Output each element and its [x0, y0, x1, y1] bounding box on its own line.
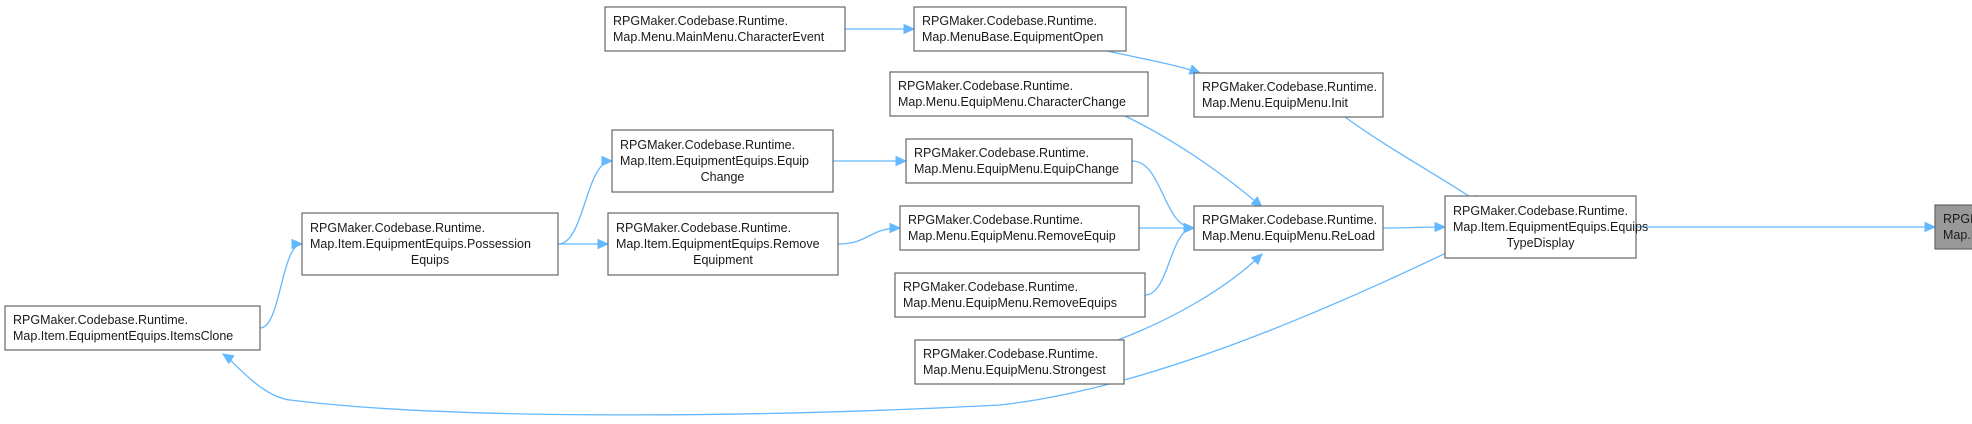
- node-label-line: Map.Item.EquipmentEquips.Remove: [616, 237, 820, 251]
- node-equips-type-display[interactable]: RPGMaker.Codebase.Runtime. Map.Item.Equip…: [1444, 195, 1648, 259]
- node-menu-equip-change[interactable]: RPGMaker.Codebase.Runtime. Map.Menu.Equip…: [905, 138, 1133, 184]
- node-label-line: RPGMaker.Codebase.Runtime.: [914, 146, 1089, 160]
- node-remove-equip[interactable]: RPGMaker.Codebase.Runtime. Map.Menu.Equip…: [899, 205, 1140, 251]
- node-items-clone[interactable]: RPGMaker.Codebase.Runtime. Map.Item.Equip…: [4, 305, 261, 351]
- node-label-line: RPGMaker.Codebase.Runtime.: [898, 79, 1073, 93]
- node-label-line: Map.Item.EquipmentEquips.Equips: [1453, 220, 1648, 234]
- node-label-line: RPGMaker.Codebase.Runtime.: [903, 280, 1078, 294]
- arrowhead-possession_equips-to-item_equip_change: [601, 155, 614, 167]
- node-label-line: RPGMaker.Codebase.Runtime.: [13, 313, 188, 327]
- node-box: [611, 129, 834, 193]
- node-label-line: Map.Menu.EquipMenu.Init: [1202, 96, 1348, 110]
- node-item-equip-change[interactable]: RPGMaker.Codebase.Runtime. Map.Item.Equip…: [611, 129, 834, 193]
- node-strongest[interactable]: RPGMaker.Codebase.Runtime. Map.Menu.Equip…: [914, 339, 1125, 385]
- node-box: [899, 205, 1140, 251]
- node-label-line: Map.Menu.MainMenu.CharacterEvent: [613, 30, 825, 44]
- node-character-event[interactable]: RPGMaker.Codebase.Runtime. Map.Menu.MainM…: [604, 6, 846, 52]
- node-label-line: Map.Menu.EquipMenu.CharacterChange: [898, 95, 1126, 109]
- node-equip-menu-reload[interactable]: RPGMaker.Codebase.Runtime. Map.Menu.Equip…: [1193, 205, 1384, 251]
- node-item-select[interactable]: RPGMaker.Codebase.Runtime. Map.Item.Equip…: [1934, 204, 1972, 250]
- edge-possession_equips-to-item_equip_change: [557, 160, 613, 245]
- node-box: [1193, 72, 1384, 118]
- node-equip-menu-init[interactable]: RPGMaker.Codebase.Runtime. Map.Menu.Equip…: [1193, 72, 1384, 118]
- node-label-line: TypeDisplay: [1506, 236, 1575, 250]
- node-label-line: RPGMaker.Codebase.Runtime.: [923, 347, 1098, 361]
- nodes-layer: RPGMaker.Codebase.Runtime. Map.Item.Equip…: [4, 6, 1972, 385]
- node-remove-equips[interactable]: RPGMaker.Codebase.Runtime. Map.Menu.Equip…: [894, 272, 1146, 318]
- node-label-line: RPGMaker.Codebase.Runtime.: [1453, 204, 1628, 218]
- edge-menu_equip_change-to-equip_menu_reload: [1131, 160, 1195, 229]
- node-equipment-open[interactable]: RPGMaker.Codebase.Runtime. Map.MenuBase.E…: [913, 6, 1127, 52]
- node-label-line: Change: [701, 170, 745, 184]
- node-label-line: RPGMaker.Codebase.Runtime.: [1202, 80, 1377, 94]
- node-box: [1193, 205, 1384, 251]
- node-box: [905, 138, 1133, 184]
- node-possession-equips[interactable]: RPGMaker.Codebase.Runtime. Map.Item.Equip…: [301, 212, 559, 276]
- node-label-line: RPGMaker.Codebase.Runtime.: [1943, 212, 1972, 226]
- node-label-line: Map.Item.EquipmentEquips.Possession: [310, 237, 531, 251]
- node-box: [1444, 195, 1637, 259]
- node-box: [301, 212, 559, 276]
- arrowhead-item_equip_change-to-menu_equip_change: [895, 155, 908, 167]
- edge-character_change-to-equip_menu_reload: [1124, 115, 1263, 208]
- arrowhead-possession_equips-to-remove_equipment: [597, 238, 610, 250]
- node-label-line: RPGMaker.Codebase.Runtime.: [310, 221, 485, 235]
- arrowhead-items_clone-to-possession_equips: [291, 238, 304, 250]
- node-box: [4, 305, 261, 351]
- node-label-line: RPGMaker.Codebase.Runtime.: [908, 213, 1083, 227]
- arrowhead-character_event-to-equipment_open: [903, 23, 916, 35]
- node-label-line: RPGMaker.Codebase.Runtime.: [1202, 213, 1377, 227]
- node-character-change[interactable]: RPGMaker.Codebase.Runtime. Map.Menu.Equip…: [889, 71, 1149, 117]
- node-label-line: Map.Item.EquipmentEquips.Equip: [620, 154, 809, 168]
- node-label-line: Equipment: [693, 253, 753, 267]
- node-label-line: Map.MenuBase.EquipmentOpen: [922, 30, 1103, 44]
- edge-items_clone-to-possession_equips: [259, 243, 303, 329]
- node-label-line: Equips: [411, 253, 449, 267]
- node-box: [914, 339, 1125, 385]
- node-label-line: Map.Menu.EquipMenu.Strongest: [923, 363, 1106, 377]
- node-label-line: RPGMaker.Codebase.Runtime.: [620, 138, 795, 152]
- node-box: [913, 6, 1127, 52]
- edge-equips_type_display-to-items_clone: [222, 221, 1512, 416]
- node-box: [894, 272, 1146, 318]
- node-box: [889, 71, 1149, 117]
- arrowhead-strongest-to-equip_menu_reload: [1250, 253, 1263, 266]
- arrowhead-equips_type_display-to-item_select: [1924, 221, 1937, 233]
- node-label-line: Map.Menu.EquipMenu.EquipChange: [914, 162, 1119, 176]
- node-label-line: Map.Menu.EquipMenu.RemoveEquip: [908, 229, 1116, 243]
- edge-remove_equips-to-equip_menu_reload: [1144, 227, 1195, 296]
- node-label-line: RPGMaker.Codebase.Runtime.: [613, 14, 788, 28]
- arrowhead-equips_type_display-to-items_clone: [221, 353, 235, 365]
- node-box: [1934, 204, 1972, 250]
- node-label-line: Map.Menu.EquipMenu.ReLoad: [1202, 229, 1375, 243]
- edge-strongest-to-equip_menu_reload: [1117, 253, 1263, 341]
- node-box: [604, 6, 846, 52]
- arrowhead-remove_equipment-to-remove_equip: [889, 222, 902, 234]
- arrowhead-equip_menu_reload-to-equips_type_display: [1434, 221, 1447, 233]
- node-label-line: Map.Item.EquipmentEquips.ItemsClone: [13, 329, 233, 343]
- node-label-line: RPGMaker.Codebase.Runtime.: [616, 221, 791, 235]
- edge-equip_menu_init-to-equips_type_display: [1344, 116, 1483, 206]
- edge-equipment_open-to-equip_menu_init: [1106, 50, 1201, 74]
- arrowhead-remove_equips-to-equip_menu_reload: [1183, 222, 1196, 234]
- node-label-line: RPGMaker.Codebase.Runtime.: [922, 14, 1097, 28]
- edges-layer: [221, 23, 1937, 416]
- node-remove-equipment[interactable]: RPGMaker.Codebase.Runtime. Map.Item.Equip…: [607, 212, 839, 276]
- node-label-line: Map.Menu.EquipMenu.RemoveEquips: [903, 296, 1117, 310]
- node-label-line: Map.Item.EquipmentEquips.ItemSelect: [1943, 228, 1972, 242]
- node-box: [607, 212, 839, 276]
